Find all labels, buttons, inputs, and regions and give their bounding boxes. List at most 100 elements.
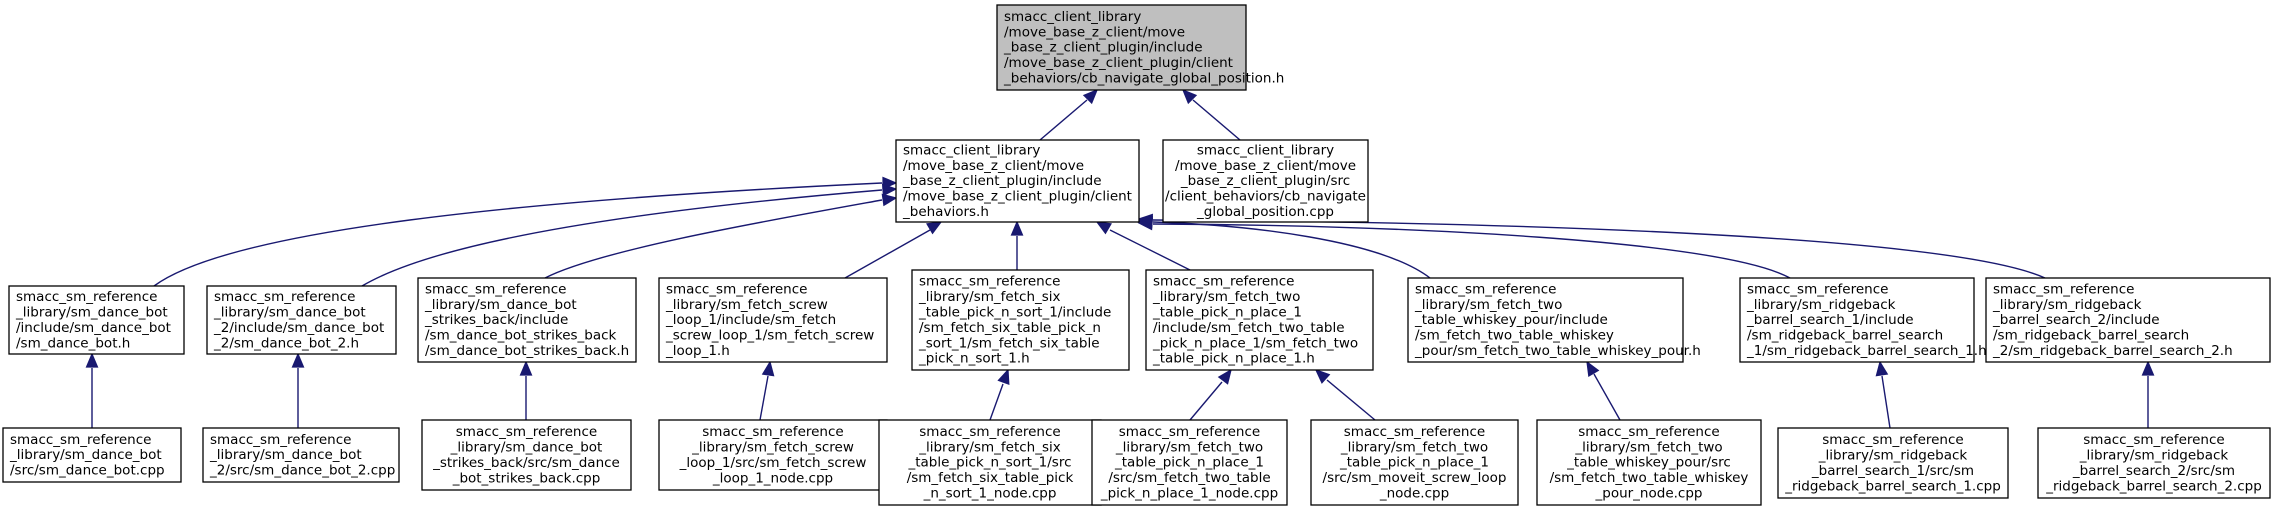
edge-line: [544, 199, 883, 279]
edge-line: [1152, 223, 1791, 279]
node-box: [895, 139, 1140, 223]
node-strikes-back-h[interactable]: smacc_sm_reference_library/sm_dance_bot_…: [417, 277, 637, 363]
node-label-line: _loop_1/include/sm_fetch: [665, 312, 836, 328]
node-label-line: _table_whiskey_pour/src: [1566, 455, 1731, 471]
node-screw-loop-cpp[interactable]: smacc_sm_reference_library/sm_fetch_scre…: [658, 419, 888, 491]
node-dance-bot-2-cpp[interactable]: smacc_sm_reference_library/sm_dance_bot_…: [202, 427, 400, 483]
node-label-line: _library/sm_fetch_two: [1414, 297, 1562, 313]
node-label-line: /src/sm_dance_bot.cpp: [10, 463, 165, 479]
node-dance-bot-2-h[interactable]: smacc_sm_reference_library/sm_dance_bot_…: [206, 285, 397, 355]
node-dance-bot-cpp[interactable]: smacc_sm_reference_library/sm_dance_bot/…: [2, 427, 182, 483]
node-label-line: smacc_sm_reference: [2083, 432, 2224, 448]
node-label-line: /sm_dance_bot.h: [16, 335, 130, 351]
node-box: [1091, 419, 1288, 506]
node-label-line: _library/sm_fetch_two: [1574, 439, 1722, 455]
node-label-line: _base_z_client_plugin/include: [902, 173, 1102, 189]
node-label-line: smacc_sm_reference: [1153, 274, 1294, 290]
node-label-line: /sm_ridgeback_barrel_search: [1747, 328, 1943, 344]
node-box: [658, 277, 888, 363]
node-screw-loop-h[interactable]: smacc_sm_reference_library/sm_fetch_scre…: [658, 277, 888, 363]
edge-line: [1189, 381, 1223, 421]
edge-ridgeback_2_cpp-to-ridgeback_2_h: [2141, 360, 2155, 428]
edge-line: [1152, 219, 2046, 279]
edge-line: [361, 189, 883, 287]
node-two-table-cpp[interactable]: smacc_sm_reference_library/sm_fetch_two_…: [1091, 419, 1288, 506]
arrowhead: [926, 221, 943, 235]
node-label-line: /sm_dance_bot_strikes_back.h: [425, 343, 629, 359]
node-label-line: _pick_n_place_1/sm_fetch_two: [1152, 335, 1358, 351]
arrowhead: [761, 360, 775, 377]
arrowhead: [1010, 220, 1024, 236]
node-box: [1145, 269, 1374, 371]
edge-line: [1039, 99, 1088, 141]
node-label-line: _behaviors/cb_navigate_global_position.h: [1003, 71, 1284, 87]
node-label-line: _sort_1/sm_fetch_six_table: [918, 335, 1100, 351]
node-six-table-h[interactable]: smacc_sm_reference_library/sm_fetch_six _…: [911, 269, 1130, 371]
node-label-line: /src/sm_fetch_two_table: [1108, 470, 1270, 486]
node-box: [996, 4, 1247, 91]
node-box: [1407, 277, 1684, 363]
node-label-line: /include/sm_fetch_two_table: [1153, 320, 1345, 336]
nodes-layer: smacc_client_library/move_base_z_client/…: [2, 4, 2271, 506]
node-two-table-h[interactable]: smacc_sm_reference_library/sm_fetch_two_…: [1145, 269, 1374, 371]
arrowhead: [1217, 368, 1232, 385]
node-box: [1162, 139, 1369, 223]
node-label-line: _2/include/sm_dance_bot: [213, 320, 384, 336]
node-ridgeback-1-cpp[interactable]: smacc_sm_reference_library/sm_ridgeback_…: [1777, 427, 2009, 499]
node-ridgeback-2-h[interactable]: smacc_sm_reference_library/sm_ridgeback_…: [1985, 277, 2271, 363]
node-label-line: _library/sm_dance_bot: [450, 440, 603, 456]
node-label-line: _behaviors.h: [902, 204, 989, 220]
node-label-line: _table_pick_n_place_1.h: [1152, 351, 1315, 367]
node-client-behaviors-h[interactable]: smacc_client_library/move_base_z_client/…: [895, 139, 1140, 223]
node-label-line: _library/sm_fetch_six: [918, 439, 1061, 455]
edge-screw_loop_h-to-client_behaviors_h: [844, 221, 943, 279]
node-whiskey-h[interactable]: smacc_sm_reference_library/sm_fetch_two_…: [1407, 277, 1701, 363]
node-label-line: _loop_1.h: [665, 343, 730, 359]
node-ridgeback-2-cpp[interactable]: smacc_sm_reference_library/sm_ridgeback_…: [2037, 427, 2271, 499]
node-box: [1310, 419, 1519, 506]
node-ridgeback-1-h[interactable]: smacc_sm_reference_library/sm_ridgeback_…: [1739, 277, 1987, 363]
node-label-line: smacc_sm_reference: [210, 432, 351, 448]
node-box: [1777, 427, 2009, 499]
node-strikes-back-cpp[interactable]: smacc_sm_reference_library/sm_dance_bot_…: [421, 419, 632, 491]
node-box: [911, 269, 1130, 371]
arrowhead: [2141, 360, 2155, 376]
node-label-line: _library/sm_fetch_two: [1115, 439, 1263, 455]
node-label-line: _bot_strikes_back.cpp: [452, 470, 601, 486]
edge-line: [153, 182, 883, 287]
node-label-line: _library/sm_fetch_screw: [665, 297, 828, 313]
node-label-line: _loop_1_node.cpp: [712, 470, 833, 486]
node-label-line: _pick_n_place_1_node.cpp: [1100, 486, 1278, 502]
node-box: [421, 419, 632, 491]
node-label-line: _table_pick_n_place_1: [1152, 305, 1302, 321]
node-label-line: _library/sm_fetch_screw: [691, 440, 854, 456]
node-label-line: _barrel_search_2/include: [1992, 312, 2160, 328]
edge-line: [1192, 99, 1241, 141]
node-dance-bot-h[interactable]: smacc_sm_reference_library/sm_dance_bot/…: [8, 285, 185, 355]
node-label-line: _table_pick_n_place_1: [1339, 455, 1489, 471]
node-label-line: _2/src/sm_dance_bot_2.cpp: [209, 463, 395, 479]
node-label-line: smacc_sm_reference: [10, 432, 151, 448]
edge-cb_navigate_cpp-to-root: [1181, 88, 1241, 141]
edge-ridgeback_2_h-to-client_behaviors_h: [1137, 213, 2046, 279]
edge-line: [759, 375, 769, 421]
node-six-table-cpp[interactable]: smacc_sm_reference_library/sm_fetch_six_…: [878, 419, 1102, 506]
edge-ridgeback_1_cpp-to-ridgeback_1_h: [1875, 360, 1891, 429]
node-label-line: _screw_loop_1/sm_fetch_screw: [665, 328, 874, 344]
node-label-line: /sm_fetch_six_table_pick_n: [919, 320, 1101, 336]
node-box: [1739, 277, 1975, 363]
node-label-line: /move_base_z_client/move: [903, 158, 1084, 174]
edge-dance_bot_cpp-to-dance_bot_h: [85, 352, 99, 428]
node-label-line: _library/sm_fetch_two: [1340, 439, 1488, 455]
node-label-line: smacc_client_library: [1197, 142, 1334, 158]
node-moveit-screw-cpp[interactable]: smacc_sm_reference_library/sm_fetch_two_…: [1310, 419, 1519, 506]
node-label-line: smacc_sm_reference: [1993, 281, 2134, 297]
node-cb-navigate-cpp[interactable]: smacc_client_library/move_base_z_client/…: [1162, 139, 1369, 223]
node-whiskey-cpp[interactable]: smacc_sm_reference_library/sm_fetch_two_…: [1536, 419, 1762, 506]
node-label-line: _base_z_client_plugin/src: [1180, 173, 1350, 189]
node-label-line: _library/sm_fetch_six: [918, 289, 1061, 305]
node-label-line: smacc_client_library: [1004, 9, 1141, 25]
node-label-line: _global_position.cpp: [1196, 204, 1334, 220]
node-label-line: smacc_sm_reference: [919, 274, 1060, 290]
node-label-line: _library/sm_ridgeback: [1992, 297, 2142, 313]
